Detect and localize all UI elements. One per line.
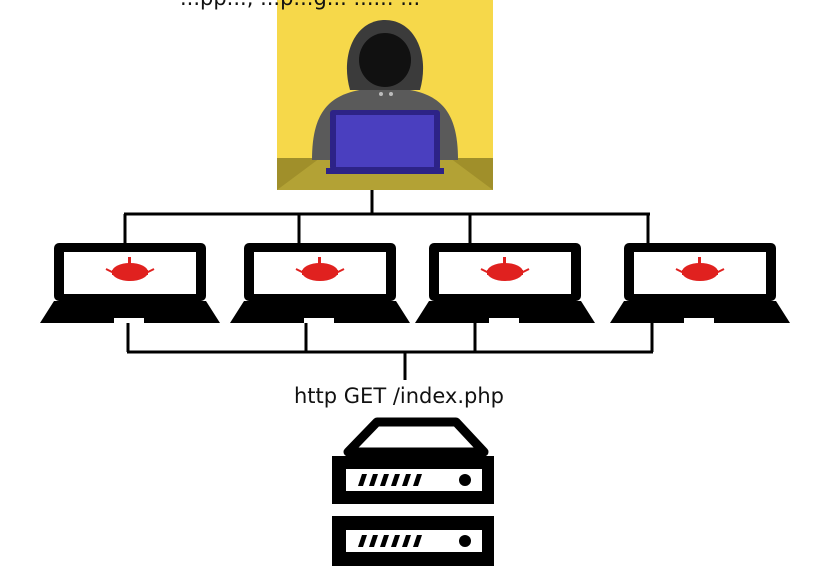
connector-lines-top: [123, 190, 650, 243]
connector-lines-bottom: [126, 323, 654, 380]
bot-laptop-4: [609, 242, 791, 324]
http-request-label: http GET /index.php: [294, 384, 504, 408]
top-caption-cut-off: ...pp..., ...p...g... ...... ...: [180, 0, 420, 10]
bot-laptop-3: [414, 242, 596, 324]
bot-laptop-2: [229, 242, 411, 324]
server-rack-icon: [332, 417, 494, 566]
attacker-icon: [277, 0, 493, 190]
bot-laptop-1: [39, 242, 221, 324]
